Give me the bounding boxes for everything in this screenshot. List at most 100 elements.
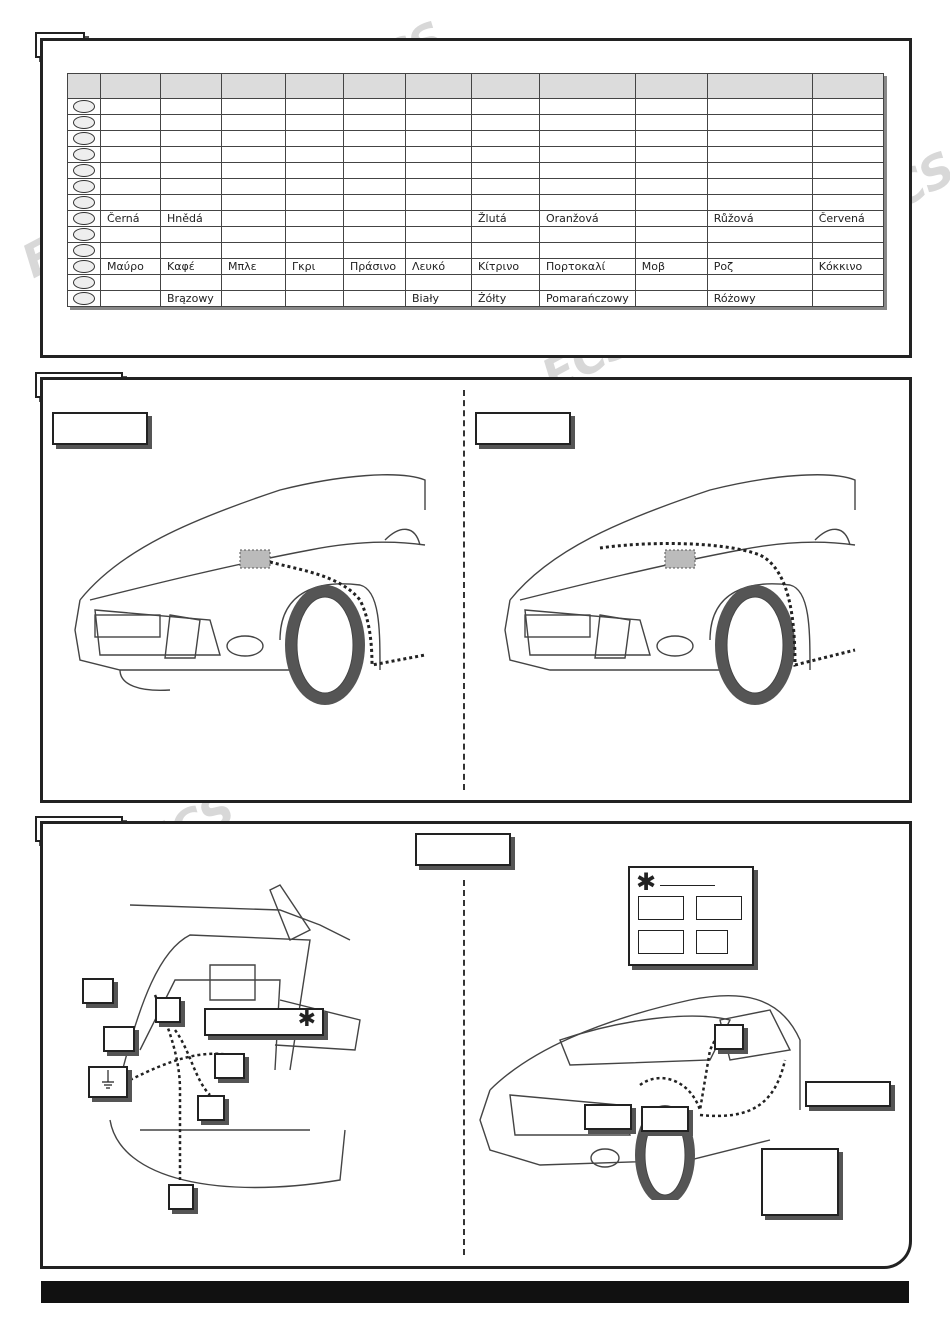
table-cell bbox=[405, 162, 472, 179]
callout-box bbox=[197, 1095, 225, 1121]
table-cell bbox=[539, 178, 636, 195]
table-cell bbox=[343, 274, 406, 291]
table-cell bbox=[221, 226, 286, 243]
table-cell: Růžová bbox=[706, 210, 813, 227]
table-cell bbox=[634, 162, 708, 179]
callout-box-ground bbox=[88, 1066, 128, 1098]
table-cell bbox=[100, 194, 161, 211]
table-cell bbox=[100, 98, 161, 115]
table-cell bbox=[811, 114, 885, 131]
table-cell: Γκρι bbox=[285, 258, 344, 275]
table-cell bbox=[471, 162, 540, 179]
table-cell bbox=[811, 130, 885, 147]
table-cell bbox=[634, 242, 708, 259]
table-cell bbox=[160, 146, 222, 163]
table-cell bbox=[343, 210, 406, 227]
table-cell: Λευκό bbox=[405, 258, 472, 275]
table-cell: Žlutá bbox=[471, 210, 540, 227]
table-cell bbox=[100, 242, 161, 259]
oval-marker-icon bbox=[73, 180, 95, 194]
table-cell: Ροζ bbox=[706, 258, 813, 275]
table-cell bbox=[405, 98, 472, 115]
battery-icon bbox=[664, 549, 696, 569]
table-cell bbox=[811, 178, 885, 195]
table-cell bbox=[471, 274, 540, 291]
table-cell bbox=[706, 130, 813, 147]
callout-box bbox=[805, 1081, 891, 1107]
table-cell bbox=[405, 178, 472, 195]
table-cell: Πράσινο bbox=[343, 258, 406, 275]
table-cell bbox=[285, 210, 344, 227]
table-cell bbox=[221, 274, 286, 291]
callout-box bbox=[82, 978, 114, 1004]
car-front-right-illustration bbox=[504, 474, 856, 705]
battery-icon bbox=[239, 549, 271, 569]
table-cell: Różowy bbox=[706, 290, 813, 307]
table-cell bbox=[160, 178, 222, 195]
table-cell bbox=[160, 194, 222, 211]
table-cell: Μπλε bbox=[221, 258, 286, 275]
legend-cell bbox=[696, 896, 742, 920]
table-cell bbox=[343, 226, 406, 243]
table-cell bbox=[160, 242, 222, 259]
table-cell bbox=[343, 194, 406, 211]
table-cell bbox=[100, 226, 161, 243]
table-cell bbox=[539, 98, 636, 115]
table-cell: Μοβ bbox=[634, 258, 708, 275]
oval-marker-icon bbox=[73, 212, 95, 226]
panel-divider bbox=[463, 390, 465, 790]
table-cell bbox=[160, 226, 222, 243]
table-cell bbox=[160, 162, 222, 179]
table-cell bbox=[634, 130, 708, 147]
table-cell bbox=[706, 98, 813, 115]
label-box-right bbox=[475, 412, 571, 445]
table-cell: Κίτρινο bbox=[471, 258, 540, 275]
table-cell bbox=[285, 130, 344, 147]
callout-box bbox=[714, 1024, 744, 1050]
table-row bbox=[67, 274, 885, 291]
table-cell bbox=[285, 114, 344, 131]
asterisk-icon: ✱ bbox=[636, 868, 657, 896]
table-cell bbox=[285, 290, 344, 307]
row-marker bbox=[67, 242, 101, 259]
row-marker bbox=[67, 274, 101, 291]
table-cell bbox=[471, 226, 540, 243]
table-cell bbox=[811, 194, 885, 211]
table-cell bbox=[343, 114, 406, 131]
label-box-center bbox=[415, 833, 511, 866]
table-cell bbox=[285, 274, 344, 291]
table-cell bbox=[706, 194, 813, 211]
callout-box bbox=[584, 1104, 632, 1130]
table-cell bbox=[706, 178, 813, 195]
table-cell bbox=[343, 98, 406, 115]
oval-marker-icon bbox=[73, 260, 95, 274]
legend-line bbox=[660, 885, 715, 886]
oval-marker-icon bbox=[73, 228, 95, 242]
table-cell: Καφέ bbox=[160, 258, 222, 275]
row-marker bbox=[67, 194, 101, 211]
table-cell bbox=[100, 178, 161, 195]
table-cell bbox=[100, 146, 161, 163]
row-marker bbox=[67, 258, 101, 275]
table-cell bbox=[221, 242, 286, 259]
table-cell bbox=[539, 162, 636, 179]
table-cell bbox=[471, 114, 540, 131]
table-cell bbox=[811, 146, 885, 163]
table-cell bbox=[343, 146, 406, 163]
table-cell: Μαύρο bbox=[100, 258, 161, 275]
table-cell bbox=[405, 146, 472, 163]
table-cell bbox=[405, 114, 472, 131]
table-row bbox=[67, 146, 885, 163]
table-cell: Černá bbox=[100, 210, 161, 227]
table-cell bbox=[811, 98, 885, 115]
oval-marker-icon bbox=[73, 244, 95, 258]
oval-marker-icon bbox=[73, 276, 95, 290]
table-row bbox=[67, 242, 885, 259]
row-marker bbox=[67, 146, 101, 163]
table-cell bbox=[221, 162, 286, 179]
callout-box bbox=[168, 1184, 194, 1210]
table-cell bbox=[285, 162, 344, 179]
table-cell bbox=[471, 130, 540, 147]
table-cell bbox=[285, 146, 344, 163]
